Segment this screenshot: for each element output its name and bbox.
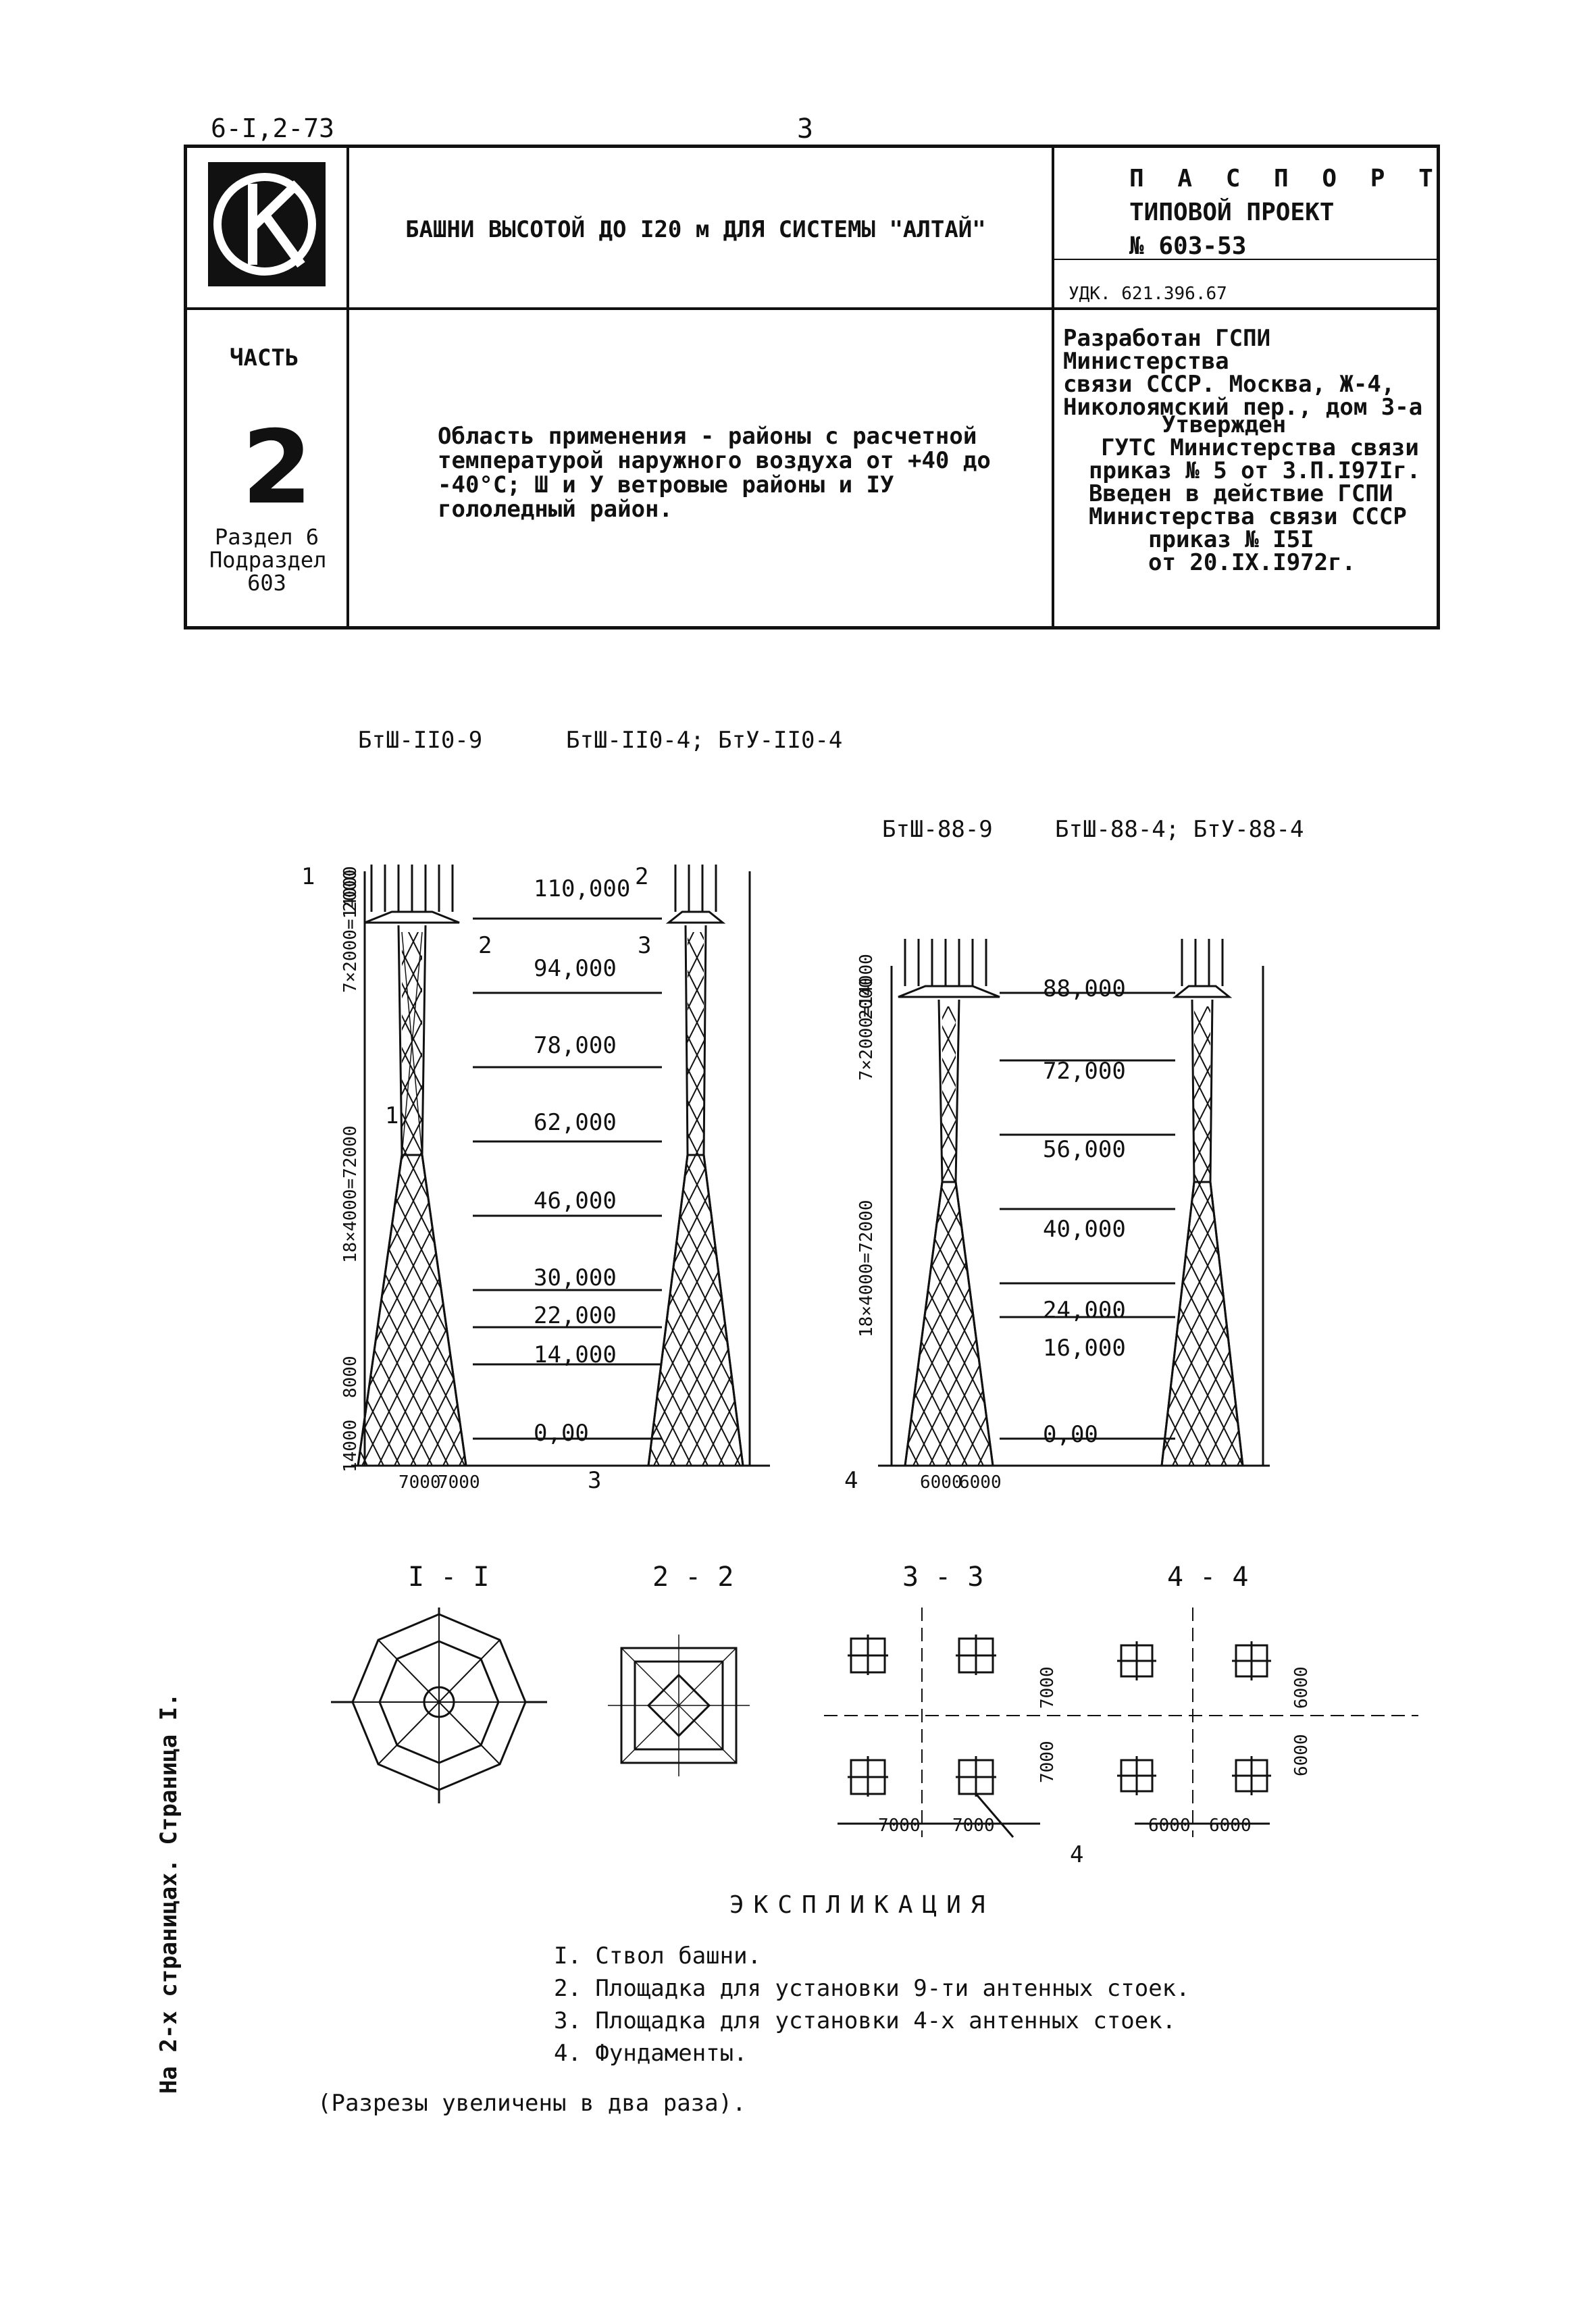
tower-label: БтШ-II0-9 [358, 727, 483, 754]
elevation-label: 22,000 [534, 1302, 617, 1329]
dimension-label: 2000 [856, 977, 877, 1020]
elevation-label: 46,000 [534, 1187, 617, 1214]
section-title: 4 - 4 [1167, 1562, 1249, 1593]
part-label: ЧАСТЬ [230, 344, 299, 371]
dimension-label: 8000 [340, 1356, 361, 1398]
developer-text: Разработан ГСПИ Министерства связи СССР.… [1063, 327, 1441, 419]
project-number: № 603-53 [1129, 232, 1247, 260]
passport-title: П А С П О Р Т [1129, 165, 1443, 192]
elevation-label: 40,000 [1043, 1216, 1126, 1243]
scope-line: -40°C; Ш и У ветровые районы и IУ [438, 471, 894, 498]
approval-line: Введен в действие ГСПИ [1089, 480, 1393, 507]
scope-line: гололедный район. [438, 496, 673, 523]
title-block [184, 145, 1440, 629]
approval-line: ГУТС Министерства связи [1101, 434, 1419, 461]
scope-line: температурой наружного воздуха от +40 до [438, 447, 991, 474]
scope-text: Область применения - районы с расчетной … [438, 424, 1019, 521]
foundation-dim: 6000 [1291, 1666, 1312, 1709]
explication-list: I. Ствол башни. 2. Площадка для установк… [554, 1940, 1190, 2069]
elevation-label: 94,000 [534, 955, 617, 982]
udk-code: УДК. 621.396.67 [1069, 284, 1227, 304]
elevation-label: 24,000 [1043, 1297, 1126, 1324]
explication-note: (Разрезы увеличены в два раза). [317, 2090, 746, 2117]
dimension-label: 18×4000=72000 [856, 1200, 877, 1338]
elevation-label: 14,000 [534, 1341, 617, 1368]
elevation-label: 0,00 [534, 1420, 589, 1447]
elevation-label: 56,000 [1043, 1136, 1126, 1163]
approval-line: от 20.IX.I972г. [1148, 549, 1356, 576]
elevation-label: 110,000 [534, 875, 631, 902]
document-title: БАШНИ ВЫСОТОЙ ДО I20 м ДЛЯ СИСТЕМЫ "АЛТА… [405, 216, 986, 243]
approval-text: Утвержден ГУТС Министерства связи приказ… [1081, 413, 1432, 574]
base-dim: 7000 [398, 1472, 441, 1493]
section-info: Раздел 6 Подраздел 603 [209, 524, 327, 596]
approval-line: приказ № I5I [1148, 526, 1314, 553]
explication-item: 3. Площадка для установки 4-х антенных с… [554, 2007, 1177, 2034]
explication-title: ЭКСПЛИКАЦИЯ [729, 1891, 995, 1919]
dimension-label: 2000 [340, 869, 361, 912]
section-line: Раздел 6 [214, 524, 319, 550]
approval-line: Министерства связи СССР [1089, 503, 1407, 530]
elevation-label: 62,000 [534, 1109, 617, 1136]
foundation-dim: 6000 [1291, 1734, 1312, 1776]
developer-line: связи СССР. Москва, Ж-4, [1063, 371, 1395, 398]
section-mark: 3 [588, 1467, 602, 1494]
explication-item: I. Ствол башни. [554, 1943, 762, 1970]
developer-line: Николоямский пер., дом 3-а [1063, 394, 1423, 421]
passport-subtitle: ТИПОВОЙ ПРОЕКТ [1129, 199, 1335, 226]
tower-elevation-drawing [351, 865, 1270, 1467]
approval-line: Утвержден [1162, 411, 1287, 438]
section-line: Подраздел [209, 547, 327, 573]
section-title: I - I [408, 1562, 490, 1593]
elevation-label: 16,000 [1043, 1335, 1126, 1362]
dimension-label: 18×4000=72000 [340, 1125, 361, 1264]
foundation-dim: 6000 [1148, 1816, 1191, 1836]
callout-number: 3 [638, 932, 652, 959]
base-dim: 6000 [920, 1472, 962, 1493]
base-dim: 6000 [959, 1472, 1002, 1493]
section-title: 2 - 2 [652, 1562, 734, 1593]
tower-label: БтШ-88-9 [882, 816, 993, 843]
callout-number: 4 [1070, 1841, 1084, 1868]
section-title: 3 - 3 [902, 1562, 984, 1593]
callout-number: 1 [385, 1102, 399, 1129]
tower-label: БтШ-II0-4; БтУ-II0-4 [566, 727, 843, 754]
foundation-dim: 7000 [1037, 1741, 1058, 1783]
side-note: На 2-х страницах. Страница I. [155, 1693, 182, 2094]
foundation-dim: 7000 [952, 1816, 995, 1836]
elevation-label: 30,000 [534, 1264, 617, 1291]
explication-item: 2. Площадка для установки 9-ти антенных … [554, 1975, 1190, 2002]
explication-item: 4. Фундаменты. [554, 2040, 748, 2067]
callout-number: 2 [478, 932, 492, 959]
approval-line: приказ № 5 от 3.П.I97Iг. [1089, 457, 1421, 484]
section-views [331, 1608, 1418, 1838]
foundation-dim: 6000 [1209, 1816, 1252, 1836]
elevation-label: 0,00 [1043, 1421, 1098, 1448]
part-number: 2 [242, 409, 313, 527]
dimension-label: 14000 [340, 1419, 361, 1472]
elevation-label: 88,000 [1043, 975, 1126, 1002]
foundation-dim: 7000 [1037, 1666, 1058, 1709]
scope-line: Область применения - районы с расчетной [438, 423, 977, 450]
elevation-label: 78,000 [534, 1032, 617, 1059]
sk-logo [208, 162, 326, 286]
elevation-label: 72,000 [1043, 1058, 1126, 1085]
base-dim: 7000 [438, 1472, 480, 1493]
section-line: 603 [247, 570, 286, 596]
page-number: 3 [797, 113, 814, 145]
passport-block: П А С П О Р Т ТИПОВОЙ ПРОЕКТ № 603-53 [1129, 162, 1443, 263]
foundation-dim: 7000 [878, 1816, 921, 1836]
section-mark: 4 [844, 1467, 858, 1494]
document-code: 6-I,2-73 [211, 113, 335, 143]
tower-label: БтШ-88-4; БтУ-88-4 [1055, 816, 1304, 843]
section-mark: 2 [635, 863, 649, 890]
section-mark: 1 [301, 863, 315, 890]
developer-line: Разработан ГСПИ Министерства [1063, 325, 1271, 375]
